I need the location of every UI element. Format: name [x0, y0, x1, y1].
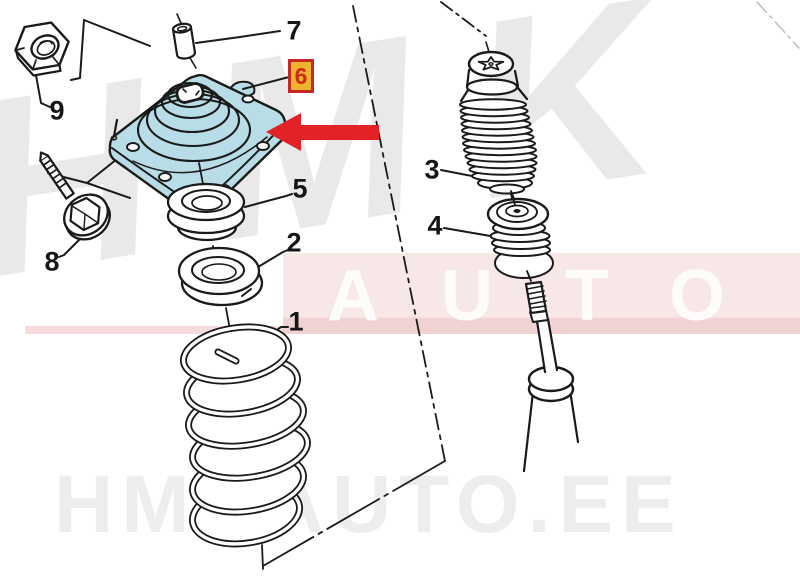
watermark-letter: A	[327, 256, 379, 336]
watermark-letter: T	[565, 256, 609, 336]
part-dust-boot	[459, 50, 538, 202]
part-label-4: 4	[427, 210, 443, 241]
part-coil-spring	[179, 323, 311, 548]
part-label-9: 9	[49, 95, 65, 126]
leader-lines	[33, 19, 503, 342]
part-label-3: 3	[424, 154, 440, 185]
part-label-6-badge: 6	[288, 59, 314, 93]
bottom-watermark: HMKAUTO.EE	[54, 459, 684, 550]
part-label-8: 8	[44, 246, 60, 277]
part-bump-stop	[486, 197, 554, 279]
part-bolt	[39, 151, 111, 241]
part-bearing	[166, 182, 246, 242]
highlight-arrow	[266, 113, 379, 151]
part-label-7: 7	[286, 15, 302, 46]
part-bushing	[171, 22, 197, 60]
part-shock-absorber	[522, 270, 580, 473]
reference-lines	[176, 1, 800, 570]
part-label-5: 5	[292, 173, 308, 204]
leader-6	[242, 76, 290, 90]
watermark-letter: U	[441, 256, 493, 336]
part-label-2: 2	[286, 227, 302, 258]
watermark-band-strip	[25, 326, 283, 334]
part-nut	[14, 21, 70, 77]
part-spring-seat	[177, 246, 264, 307]
part-label-1: 1	[288, 306, 304, 337]
watermark-letter: O	[669, 256, 726, 336]
